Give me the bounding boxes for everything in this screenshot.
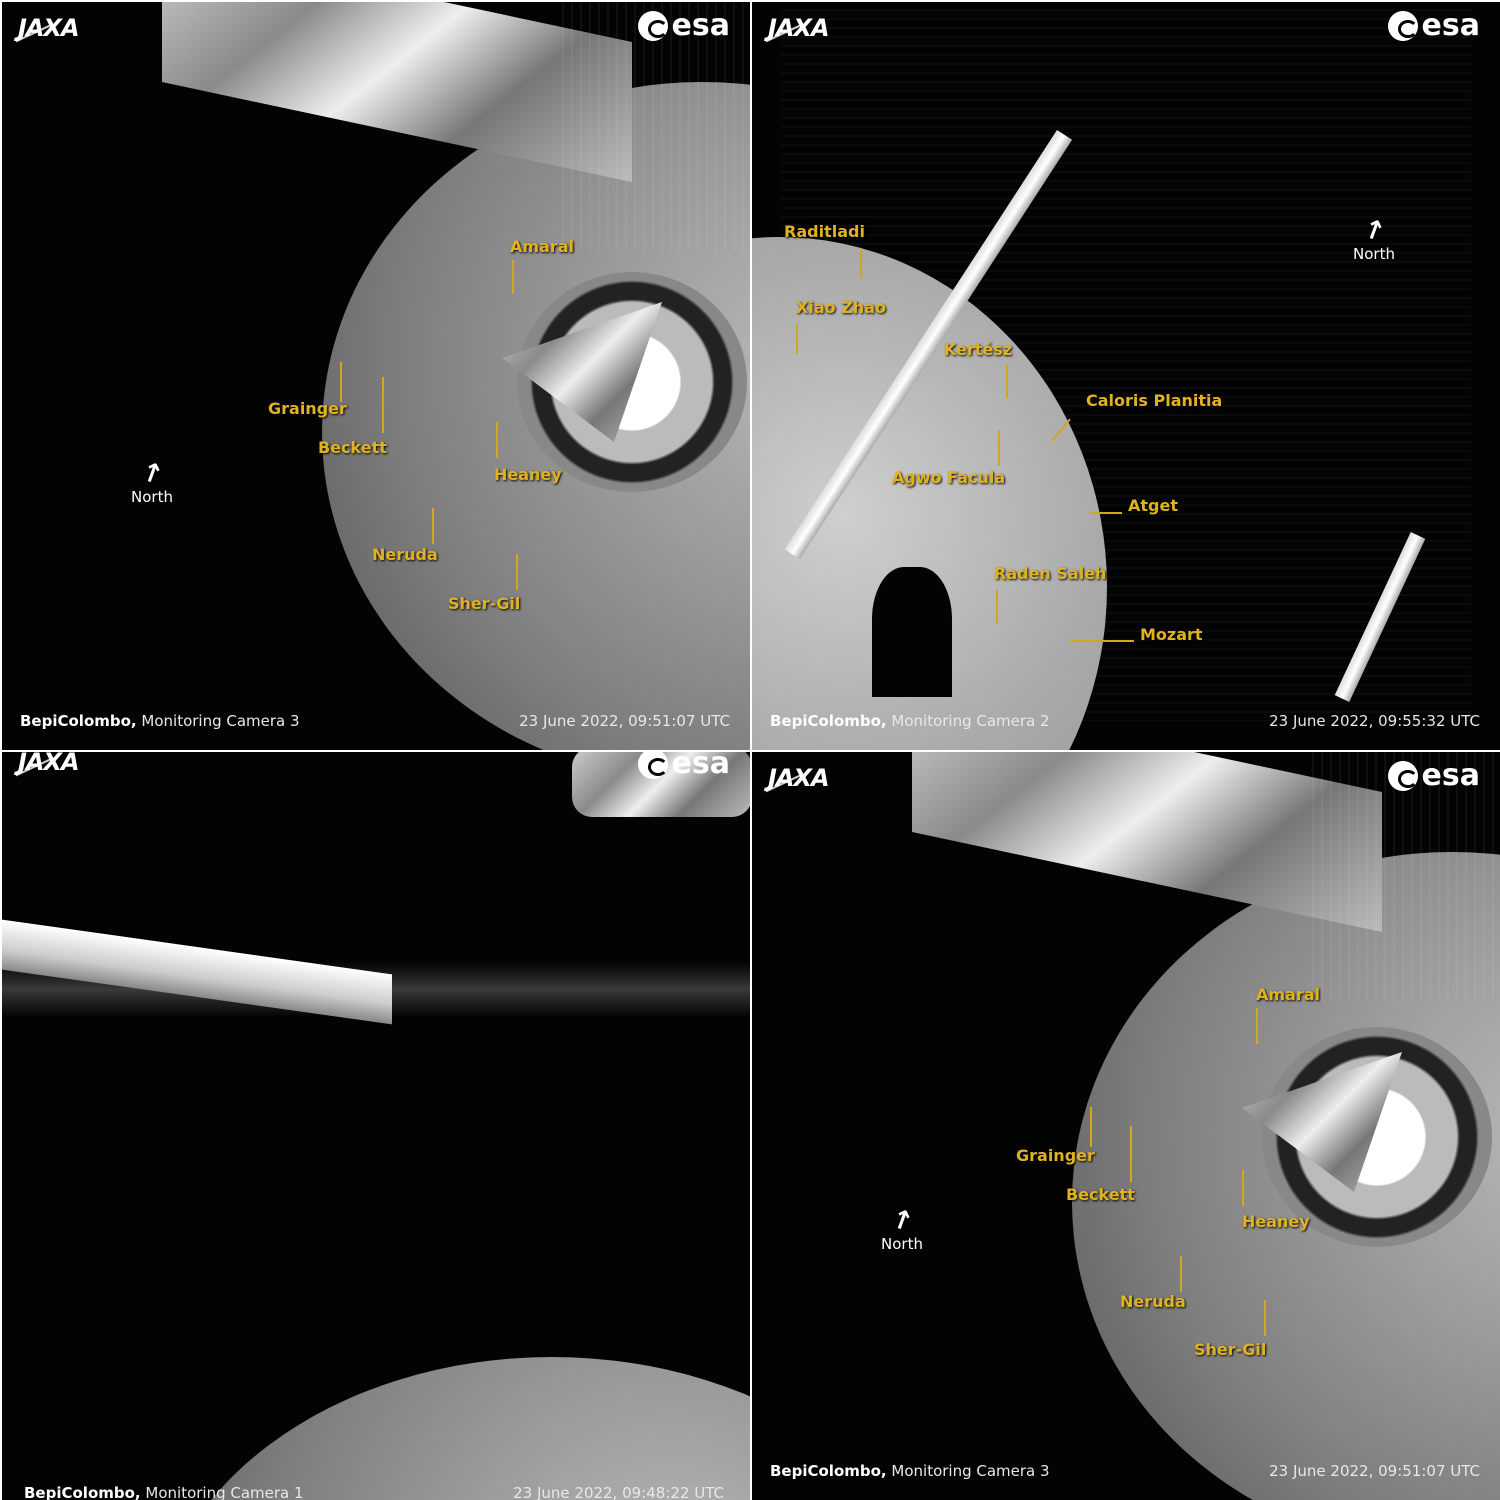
feature-label: Beckett: [318, 438, 387, 457]
feature-label: Raditladi: [784, 222, 865, 241]
north-indicator: ↑ North: [122, 456, 182, 506]
leader-line: [1090, 1107, 1092, 1147]
jaxa-logo: JAXA: [18, 752, 80, 776]
image-timestamp: 23 June 2022, 09:51:07 UTC: [519, 712, 730, 730]
feature-label: Amaral: [1256, 985, 1321, 1004]
leader-line: [860, 248, 862, 278]
leader-line: [996, 590, 998, 624]
feature-label: Neruda: [1120, 1292, 1186, 1311]
leader-line: [1256, 1008, 1258, 1044]
feature-label: Agwo Facula: [892, 468, 1006, 487]
feature-label: Beckett: [1066, 1185, 1135, 1204]
image-streaks: [1312, 752, 1500, 1002]
leader-line: [796, 324, 798, 354]
leader-line: [1180, 1256, 1182, 1292]
esa-logo: esa: [1387, 8, 1480, 43]
leader-line: [382, 377, 384, 433]
jaxa-logo: JAXA: [768, 14, 830, 42]
feature-label: Neruda: [372, 545, 438, 564]
image-caption: BepiColombo, Monitoring Camera 3: [20, 712, 300, 730]
leader-line: [1264, 1300, 1266, 1336]
leader-line: [340, 362, 342, 402]
image-streaks: [562, 2, 750, 252]
leader-line: [516, 554, 518, 590]
feature-label: Raden Saleh: [994, 564, 1107, 583]
leader-line: [496, 422, 498, 458]
leader-line: [1242, 1170, 1244, 1206]
panel-camera3-top-left: JAXA esa ↑ North Amaral Grainger Beckett…: [2, 2, 750, 750]
feature-label: Heaney: [494, 465, 562, 484]
esa-logo: esa: [637, 752, 730, 781]
image-caption: BepiColombo, Monitoring Camera 3: [770, 1462, 1050, 1480]
feature-label: Heaney: [1242, 1212, 1310, 1231]
feature-label: Grainger: [1016, 1146, 1095, 1165]
esa-emblem-icon: [637, 752, 668, 779]
jaxa-logo: JAXA: [768, 764, 830, 792]
leader-line: [998, 430, 1000, 466]
jaxa-logo: JAXA: [18, 14, 80, 42]
panel-camera3-bottom-right: JAXA esa ↑ North Amaral Grainger Beckett…: [752, 752, 1500, 1500]
feature-label: Sher-Gil: [448, 594, 521, 613]
feature-label: Xiao Zhao: [796, 298, 886, 317]
image-timestamp: 23 June 2022, 09:51:07 UTC: [1269, 1462, 1480, 1480]
leader-line: [1130, 1126, 1132, 1182]
feature-label: Amaral: [510, 237, 575, 256]
esa-emblem-icon: [1387, 10, 1418, 41]
leader-line: [1006, 364, 1008, 398]
feature-label: Atget: [1128, 496, 1178, 515]
leader-line: [432, 508, 434, 544]
feature-label: Mozart: [1140, 625, 1203, 644]
image-caption: BepiColombo, Monitoring Camera 2: [770, 712, 1050, 730]
feature-label: Sher-Gil: [1194, 1340, 1267, 1359]
leader-line: [1070, 640, 1134, 642]
feature-label: Grainger: [268, 399, 347, 418]
esa-logo: esa: [1387, 758, 1480, 793]
image-timestamp: 23 June 2022, 09:48:22 UTC: [513, 1484, 724, 1500]
esa-emblem-icon: [637, 10, 668, 41]
image-caption: BepiColombo, Monitoring Camera 1: [24, 1484, 304, 1500]
feature-label: Kertész: [944, 340, 1013, 359]
image-timestamp: 23 June 2022, 09:55:32 UTC: [1269, 712, 1480, 730]
feature-label: Caloris Planitia: [1086, 391, 1223, 410]
leader-line: [1090, 512, 1122, 514]
leader-line: [512, 260, 514, 294]
mercury-limb: [152, 1357, 750, 1500]
spacecraft-shadow: [872, 567, 952, 697]
panel-camera2-top-right: JAXA esa ↑ North Raditladi Xiao Zhao Ker…: [752, 2, 1500, 750]
north-indicator: ↑ North: [872, 1203, 932, 1253]
esa-logo: esa: [637, 8, 730, 43]
panel-camera1-bottom-left: JAXA esa BepiColombo, Monitoring Camera …: [2, 752, 750, 1500]
esa-emblem-icon: [1387, 760, 1418, 791]
north-indicator: ↑ North: [1344, 213, 1404, 263]
